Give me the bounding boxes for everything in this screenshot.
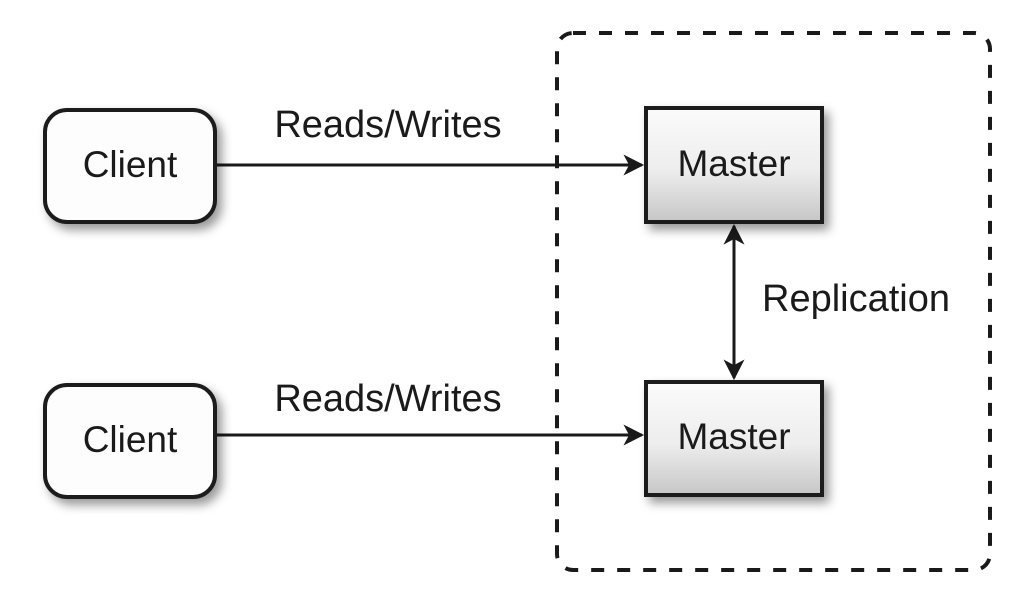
master-top-label: Master bbox=[677, 143, 790, 184]
edge-client-top-to-master-top: Reads/Writes bbox=[215, 104, 645, 176]
edge-label-reads-writes-top: Reads/Writes bbox=[274, 104, 501, 146]
node-master-top[interactable]: Master bbox=[644, 106, 824, 224]
database-cluster-boundary bbox=[555, 31, 992, 572]
client-bottom-label: Client bbox=[83, 419, 178, 460]
client-top-box[interactable] bbox=[43, 108, 217, 224]
master-top-box[interactable] bbox=[644, 106, 824, 224]
master-bottom-label: Master bbox=[677, 416, 790, 457]
client-bottom-box[interactable] bbox=[43, 383, 217, 499]
edge-client-bottom-to-master-bottom: Reads/Writes bbox=[215, 378, 645, 446]
edge-label-replication: Replication bbox=[762, 278, 950, 320]
edge-master-replication: Replication bbox=[723, 223, 950, 381]
node-master-bottom[interactable]: Master bbox=[644, 380, 824, 497]
master-bottom-box[interactable] bbox=[644, 380, 824, 497]
node-client-top[interactable]: Client bbox=[43, 108, 217, 224]
client-top-label: Client bbox=[83, 144, 178, 185]
node-client-bottom[interactable]: Client bbox=[43, 383, 217, 499]
edge-label-reads-writes-bottom: Reads/Writes bbox=[274, 378, 501, 420]
